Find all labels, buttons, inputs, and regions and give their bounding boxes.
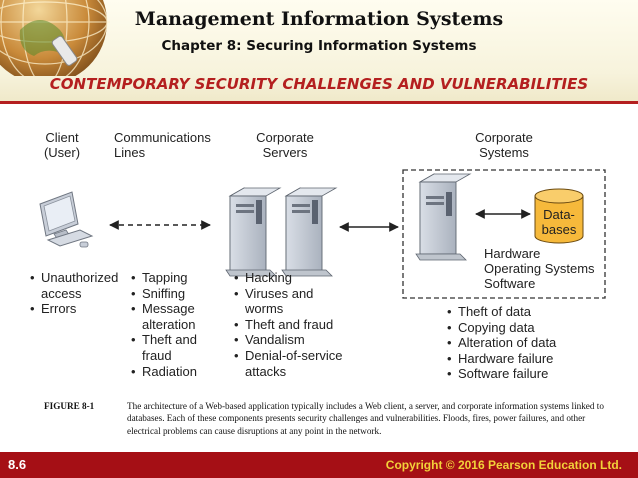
page-number: 8.6 — [8, 457, 27, 472]
communications-threats-list: Tapping Sniffing Message alteration Thef… — [131, 270, 221, 379]
slide-header: Management Information Systems Chapter 8… — [0, 0, 638, 104]
chapter-subtitle: Chapter 8: Securing Information Systems — [161, 38, 477, 54]
list-item: Vandalism — [234, 332, 360, 348]
list-item: Denial-of-service attacks — [234, 348, 360, 379]
column-header-client: Client(User) — [43, 130, 81, 160]
list-item: Message alteration — [131, 301, 206, 332]
list-item: Theft and fraud — [234, 317, 360, 333]
server-threats-list: Hacking Viruses and worms Theft and frau… — [234, 270, 360, 379]
client-threats-list: Unauthorized access Errors — [30, 270, 122, 317]
list-item: Software failure — [447, 366, 597, 382]
list-item: Theft of data — [447, 304, 597, 320]
list-item: Copying data — [447, 320, 597, 336]
list-item: Radiation — [131, 364, 221, 380]
figure-label: FIGURE 8-1 — [44, 401, 95, 411]
corporate-server-icon — [281, 187, 338, 277]
list-item: Unauthorized access — [30, 270, 122, 301]
slide-footer: 8.6 Copyright © 2016 Pearson Education L… — [0, 452, 638, 478]
list-item: Tapping — [131, 270, 221, 286]
list-item: Errors — [30, 301, 122, 317]
figure-caption: FIGURE 8-1 The architecture of a Web-bas… — [44, 400, 604, 437]
database-label: Data-bases — [541, 207, 577, 237]
corporate-systems-boundary — [402, 169, 606, 299]
systems-components: Hardware Operating Systems Software — [484, 246, 595, 291]
globe-logo-icon — [0, 0, 110, 76]
system-threats-list: Theft of data Copying data Alteration of… — [447, 304, 597, 382]
database-icon — [534, 188, 584, 244]
copyright-notice: Copyright © 2016 Pearson Education Ltd. — [385, 458, 622, 472]
figure-description: The architecture of a Web-based applicat… — [127, 401, 604, 436]
diagram-graphics — [39, 169, 606, 299]
main-title: Management Information Systems — [134, 8, 504, 30]
systems-server-icon — [415, 173, 472, 261]
list-item: Alteration of data — [447, 335, 597, 351]
list-item: Hacking — [234, 270, 360, 286]
list-item: Sniffing — [131, 286, 221, 302]
section-title: CONTEMPORARY SECURITY CHALLENGES AND VUL… — [49, 75, 589, 93]
client-computer-icon — [39, 191, 94, 248]
list-item: Viruses and worms — [234, 286, 325, 317]
corporate-server-icon — [225, 187, 282, 277]
list-item: Hardware failure — [447, 351, 597, 367]
list-item: Theft and fraud — [131, 332, 206, 363]
header-divider — [0, 101, 638, 104]
